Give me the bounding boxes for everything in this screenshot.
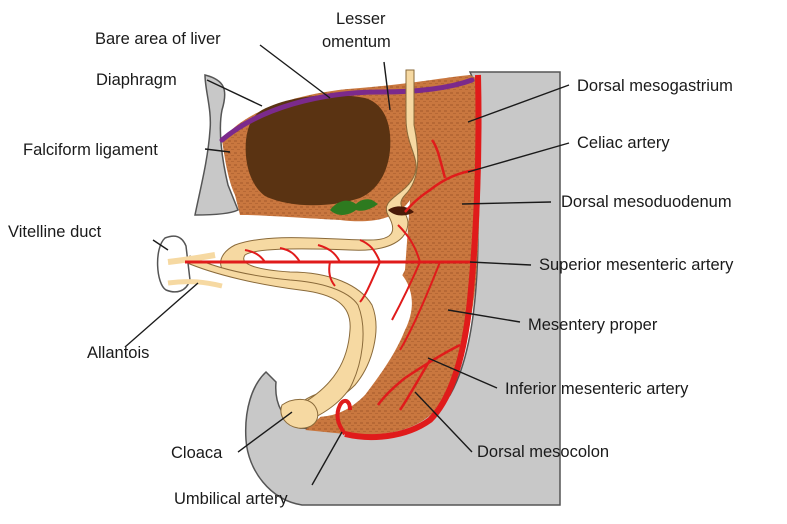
label-bare-area-of-liver: Bare area of liver xyxy=(95,30,221,48)
label-lesser-omentum-line2: omentum xyxy=(322,33,391,51)
label-dorsal-mesoduodenum: Dorsal mesoduodenum xyxy=(561,193,732,211)
label-inferior-mesenteric-artery: Inferior mesenteric artery xyxy=(505,380,689,398)
label-umbilical-artery: Umbilical artery xyxy=(174,490,288,508)
label-mesentery-proper: Mesentery proper xyxy=(528,316,658,334)
label-diaphragm: Diaphragm xyxy=(96,71,177,89)
label-falciform-ligament: Falciform ligament xyxy=(23,141,158,159)
label-dorsal-mesocolon: Dorsal mesocolon xyxy=(477,443,609,461)
label-superior-mesenteric-artery: Superior mesenteric artery xyxy=(539,256,734,274)
label-lesser-omentum-line1: Lesser xyxy=(336,10,386,28)
label-dorsal-mesogastrium: Dorsal mesogastrium xyxy=(577,77,733,95)
label-vitelline-duct: Vitelline duct xyxy=(8,223,102,241)
label-allantois: Allantois xyxy=(87,344,149,362)
label-celiac-artery: Celiac artery xyxy=(577,134,670,152)
label-cloaca: Cloaca xyxy=(171,444,223,462)
